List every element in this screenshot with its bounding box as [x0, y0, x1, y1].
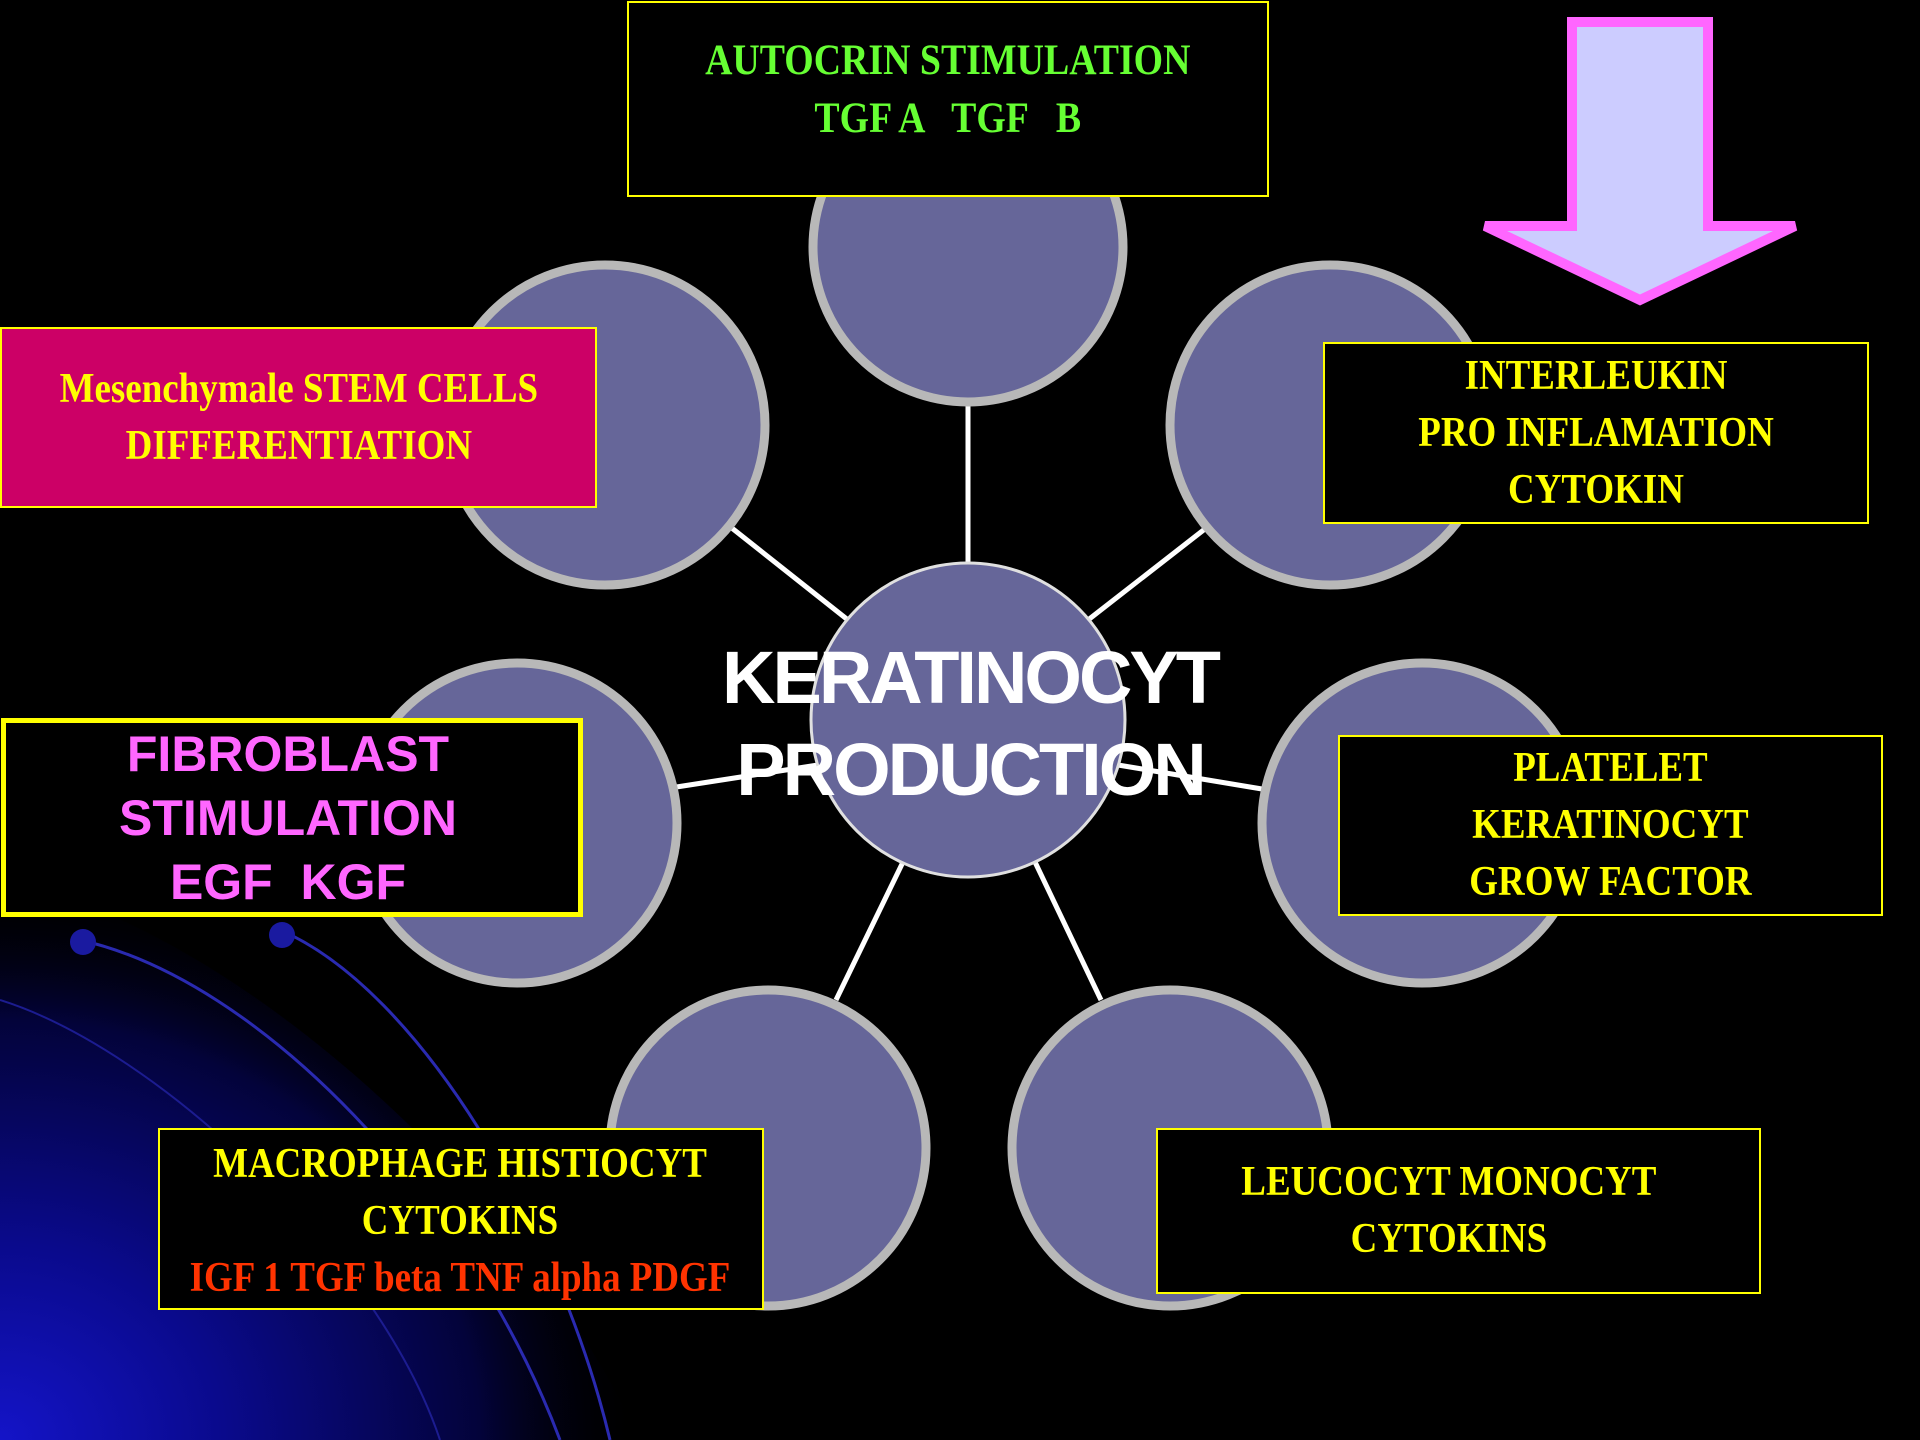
spoke-lower-right: [1032, 860, 1104, 1002]
macrophage-line-2: CYTOKINS: [361, 1198, 559, 1244]
mesenchymal-line-1: Mesenchymale STEM CELLS: [59, 365, 538, 412]
leucocyt-line-1: LEUCOCYT MONOCYT: [1240, 1159, 1657, 1205]
mesenchymal-line-2: DIFFERENTIATION: [125, 422, 472, 469]
fibroblast-box: FIBROBLAST STIMULATION EGF KGF: [1, 718, 583, 917]
autocrin-line-1: AUTOCRIN STIMULATION: [705, 37, 1191, 84]
autocrin-line-2: TGF A TGF B: [814, 95, 1082, 142]
mesenchymal-box: Mesenchymale STEM CELLS DIFFERENTIATION: [0, 327, 597, 508]
leucocyt-line-2: CYTOKINS: [1350, 1216, 1547, 1262]
leucocyt-box: LEUCOCYT MONOCYT CYTOKINS: [1156, 1128, 1761, 1294]
platelet-line-3: GROW FACTOR: [1469, 859, 1752, 905]
interleukin-line-3: CYTOKIN: [1508, 466, 1684, 513]
interleukin-box: INTERLEUKIN PRO INFLAMATION CYTOKIN: [1323, 342, 1869, 524]
macrophage-line-1: MACROPHAGE HISTIOCYT: [213, 1141, 707, 1187]
center-label: KERATINOCYT PRODUCTION: [700, 632, 1240, 816]
autocrin-box: AUTOCRIN STIMULATION TGF A TGF B: [627, 1, 1269, 197]
interleukin-line-2: PRO INFLAMATION: [1418, 409, 1774, 456]
interleukin-line-1: INTERLEUKIN: [1464, 352, 1728, 399]
spokes: [669, 405, 1269, 1002]
spoke-left: [669, 762, 819, 791]
macrophage-highlight: IGF 1 TGF beta TNF alpha PDGF: [189, 1255, 731, 1301]
platelet-line-2: KERATINOCYT: [1472, 802, 1749, 848]
fibroblast-line-2: STIMULATION: [119, 789, 457, 846]
macrophage-text: MACROPHAGE HISTIOCYT CYTOKINS IGF 1 TGF …: [90, 1136, 830, 1307]
center-node: [809, 561, 1127, 879]
platelet-box: PLATELET KERATINOCYT GROW FACTOR: [1338, 735, 1883, 916]
fibroblast-line-1: FIBROBLAST: [126, 725, 450, 782]
platelet-line-1: PLATELET: [1513, 745, 1708, 791]
spoke-lower-left: [833, 860, 906, 1002]
spoke-upper-left: [726, 523, 850, 622]
down-arrow-icon: [1482, 17, 1798, 306]
spoke-right: [1117, 762, 1269, 793]
macrophage-box: [158, 1128, 764, 1310]
fibroblast-line-3: EGF KGF: [169, 853, 407, 910]
spoke-upper-right: [1086, 523, 1212, 622]
center-label-line-1: KERATINOCYT: [722, 636, 1221, 719]
center-label-line-2: PRODUCTION: [736, 728, 1206, 811]
